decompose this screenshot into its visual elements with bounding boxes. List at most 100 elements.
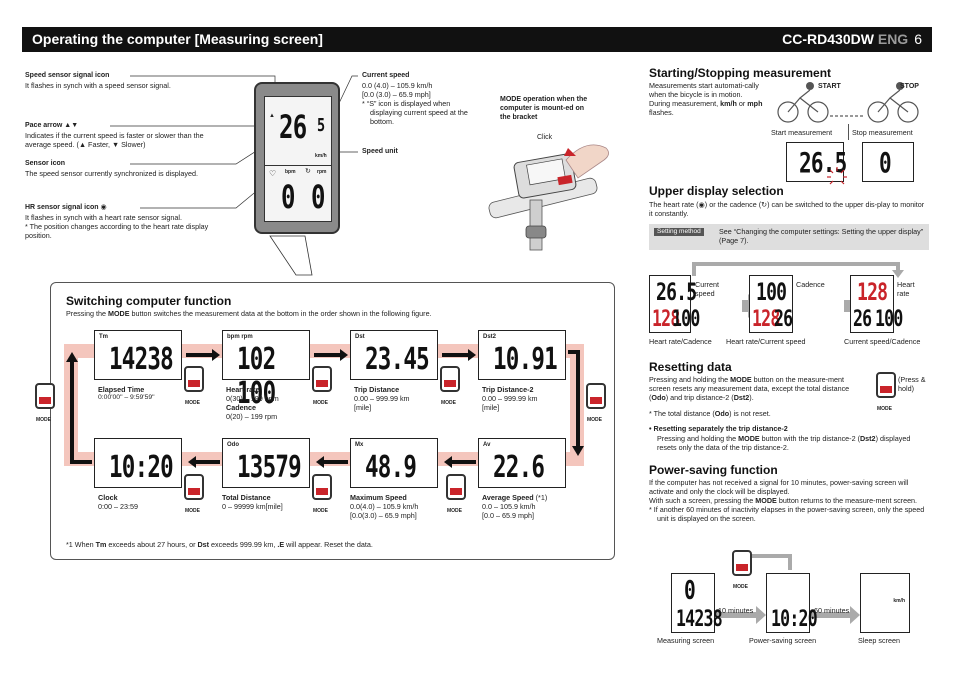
mode-label: MODE: [441, 400, 456, 406]
body-text: With such a screen, pressing the: [649, 496, 756, 505]
body-text: ) and trip distance-2 (: [665, 393, 734, 402]
screen-header: Dst: [355, 334, 365, 340]
setting-method-link[interactable]: See “Changing the computer settings: Set…: [719, 227, 924, 245]
power-saving-screen: 10:20: [766, 573, 818, 633]
screen-divider: [265, 165, 331, 166]
function-range: [mile]: [482, 403, 500, 412]
function-name: Trip Distance: [354, 385, 400, 394]
footnote-text: exceeds 999.99 km,: [209, 540, 278, 549]
footnote-ref: (*1): [533, 493, 548, 502]
body-text: button with the trip distance-2 (: [759, 434, 860, 443]
mode-button-icon: [35, 383, 55, 409]
function-name: Trip Distance-2: [482, 385, 534, 394]
caption-divider: [848, 124, 849, 140]
hr-cadence-bottom-value: 100: [672, 307, 700, 332]
hr-sensor-annotation: HR sensor signal icon ◉ It flashes in sy…: [25, 204, 235, 240]
setting-method-tag: Setting method: [654, 228, 704, 237]
mode-label: MODE: [587, 417, 602, 423]
mode-button-icon: [184, 366, 204, 392]
pace-arrow-icon: ▲: [269, 113, 275, 119]
cadence-readout: 0: [311, 178, 325, 216]
power-saving-text: If the computer has not received a signa…: [649, 478, 929, 523]
body-bold: mph: [747, 99, 763, 108]
body-note: * If another 60 minutes of inactivity el…: [649, 505, 925, 523]
footnote-text: will appear. Reset the data.: [284, 540, 373, 549]
rpm-label: rpm: [317, 169, 327, 175]
speed-sensor-annotation: Speed sensor signal icon It flashes in s…: [25, 72, 235, 90]
footnote-text: exceeds about 27 hours, or: [106, 540, 198, 549]
screen-caption: Measuring screen: [657, 636, 715, 645]
body-bold: MODE: [730, 375, 752, 384]
mode-button-icon: [312, 366, 332, 392]
screen-header: Odo: [227, 442, 239, 448]
screen-value: 10.91: [493, 342, 558, 377]
hr-cadence-bottom-value: 128: [652, 307, 680, 332]
body-bold: Odo: [651, 393, 666, 402]
setting-method-box: Setting method See “Changing the compute…: [649, 224, 929, 250]
mode-button-icon: [312, 474, 332, 500]
body-text: During measurement,: [649, 99, 721, 108]
function-range: 0:00'00" – 9:59'59": [98, 394, 155, 401]
footnote-dst: Dst: [197, 540, 210, 549]
cadence-icon: ↻: [305, 168, 311, 175]
start-caption: Start measurement: [771, 128, 833, 137]
upper-display-title: Upper display selection: [649, 184, 784, 198]
screen-header: Mx: [355, 442, 364, 448]
flash-icon: [827, 167, 847, 185]
cadence-label: Cadence: [796, 280, 825, 289]
body-bold: Odo: [714, 409, 730, 418]
screen-value: 102 100: [237, 342, 276, 411]
mode-button-icon: [446, 474, 466, 500]
function-range: 0:00 – 23:59: [98, 502, 138, 511]
hr-speed-bottom-value: 128: [752, 307, 780, 332]
footnote-text: *1 When: [66, 540, 96, 549]
body-text: Pressing and holding the: [657, 434, 739, 443]
switching-title: Switching computer function: [66, 294, 232, 308]
screen-value: 23.45: [365, 342, 430, 377]
cyclists-illustration: [777, 82, 919, 123]
intro-text: button switches the measurement data at …: [129, 309, 432, 318]
heart-icon: ♡: [269, 169, 277, 178]
footnote-tm: Tm: [95, 540, 107, 549]
annotation-label: Sensor icon: [25, 160, 66, 167]
current-speed-readout: 26: [279, 108, 307, 146]
mode-button-icon: [440, 366, 460, 392]
sleep-screen-unit: km/h: [893, 598, 905, 604]
speed-unit-label: km/h: [315, 153, 327, 159]
page-title: Operating the computer [Measuring screen…: [32, 31, 323, 47]
annotation-label: HR sensor signal icon ◉: [25, 204, 107, 211]
switching-intro: Pressing the MODE button switches the me…: [66, 309, 606, 318]
upper-display-text: The heart rate (◉) or the cadence (↻) ca…: [649, 200, 925, 218]
stop-caption: Stop measurement: [852, 128, 913, 137]
switching-section: [50, 282, 615, 560]
body-bold: km/h: [720, 99, 737, 108]
footnote-e: .E: [277, 540, 285, 549]
body-text: Measurements start automati-cally when t…: [649, 81, 759, 99]
screen-value: 48.9: [365, 450, 417, 485]
mode-label: MODE: [733, 584, 748, 590]
hr-cadence-top-value: 26.5: [656, 278, 697, 306]
annotation-desc: The speed sensor currently synchronized …: [25, 168, 198, 178]
annotation-note: * “S” icon is displayed when displaying …: [362, 98, 468, 126]
mode-label: MODE: [447, 508, 462, 514]
function-range: 0(30) – 199 bpm: [226, 394, 279, 403]
interval-label: 60 minutes: [814, 606, 850, 615]
mode-label: MODE: [877, 406, 892, 412]
screen-caption: Current speed/Cadence: [844, 337, 921, 346]
sensor-icon-annotation: Sensor icon The speed sensor currently s…: [25, 160, 225, 178]
body-text: flashes.: [649, 108, 674, 117]
function-name: Clock: [98, 493, 118, 502]
function-range: [0.0(3.0) – 65.9 mph]: [350, 511, 417, 520]
mode-button-icon: [184, 474, 204, 500]
mode-label: MODE: [36, 417, 51, 423]
annotation-line: [0.0 (3.0) – 65.9 mph]: [362, 89, 431, 99]
